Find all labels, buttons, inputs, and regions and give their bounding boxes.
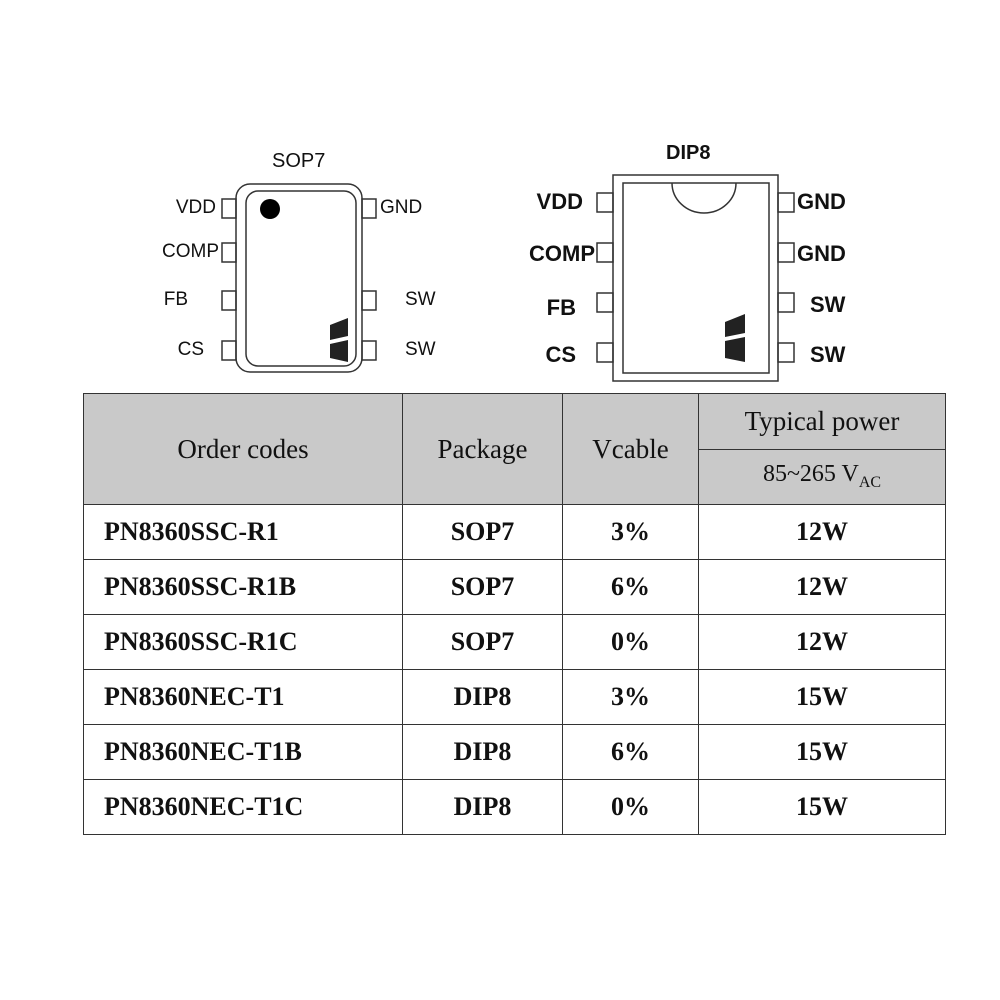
power-cell: 12W [698,614,946,670]
order-code-cell: PN8360NEC-T1 [83,669,403,725]
sop7-pin-label: VDD [175,197,216,218]
sop7-title: SOP7 [272,150,326,172]
order-code-cell: PN8360SSC-R1 [83,504,403,560]
order-code-cell: PN8360NEC-T1B [83,724,403,780]
order-code-cell: PN8360SSC-R1C [83,614,403,670]
dip8-pin-label: SW [810,292,846,317]
vcable-cell: 6% [562,559,699,615]
logo-icon [330,318,348,362]
dip8-pin-label: VDD [536,189,583,214]
sop7-pin-label: SW [405,339,436,360]
dip8-pin-label: GND [797,241,846,266]
power-cell: 12W [698,504,946,560]
package-diagrams [221,174,795,382]
dip8-pin-label: GND [797,189,846,214]
dip8-package [596,174,795,382]
sop7-pin-label: FB [163,289,188,310]
order-code-cell: PN8360SSC-R1B [83,559,403,615]
logo-icon [725,314,745,362]
dip8-pin-label: COMP [529,241,595,266]
package-cell: DIP8 [402,669,563,725]
sop7-pin-label: COMP [162,241,219,262]
package-cell: SOP7 [402,559,563,615]
order-code-cell: PN8360NEC-T1C [83,779,403,835]
dip8-pin-label: CS [545,342,576,367]
sop7-pin-label: GND [380,197,423,218]
sop7-pin-label: SW [405,289,436,310]
header-vcable: Vcable [562,393,699,505]
vcable-cell: 0% [562,779,699,835]
power-cell: 15W [698,779,946,835]
dip8-pin-label: FB [546,295,576,320]
vcable-cell: 3% [562,669,699,725]
vcable-cell: 0% [562,614,699,670]
dip8-title: DIP8 [666,142,711,164]
power-cell: 12W [698,559,946,615]
header-order-codes: Order codes [83,393,403,505]
vcable-cell: 6% [562,724,699,780]
power-cell: 15W [698,724,946,780]
notch-icon [671,182,737,214]
dip8-pin-label: SW [810,342,846,367]
package-cell: DIP8 [402,779,563,835]
sop7-pin-label: CS [177,339,204,360]
pin1-dot-icon [260,199,280,219]
package-cell: DIP8 [402,724,563,780]
header-voltage-range: 85~265 VAC [698,448,946,505]
order-codes-table: Order codes Package Vcable Typical power… [83,393,946,835]
package-cell: SOP7 [402,614,563,670]
header-package: Package [402,393,563,505]
header-typical-power: Typical power [698,393,946,450]
sop7-package [221,183,377,373]
package-cell: SOP7 [402,504,563,560]
power-cell: 15W [698,669,946,725]
vcable-cell: 3% [562,504,699,560]
